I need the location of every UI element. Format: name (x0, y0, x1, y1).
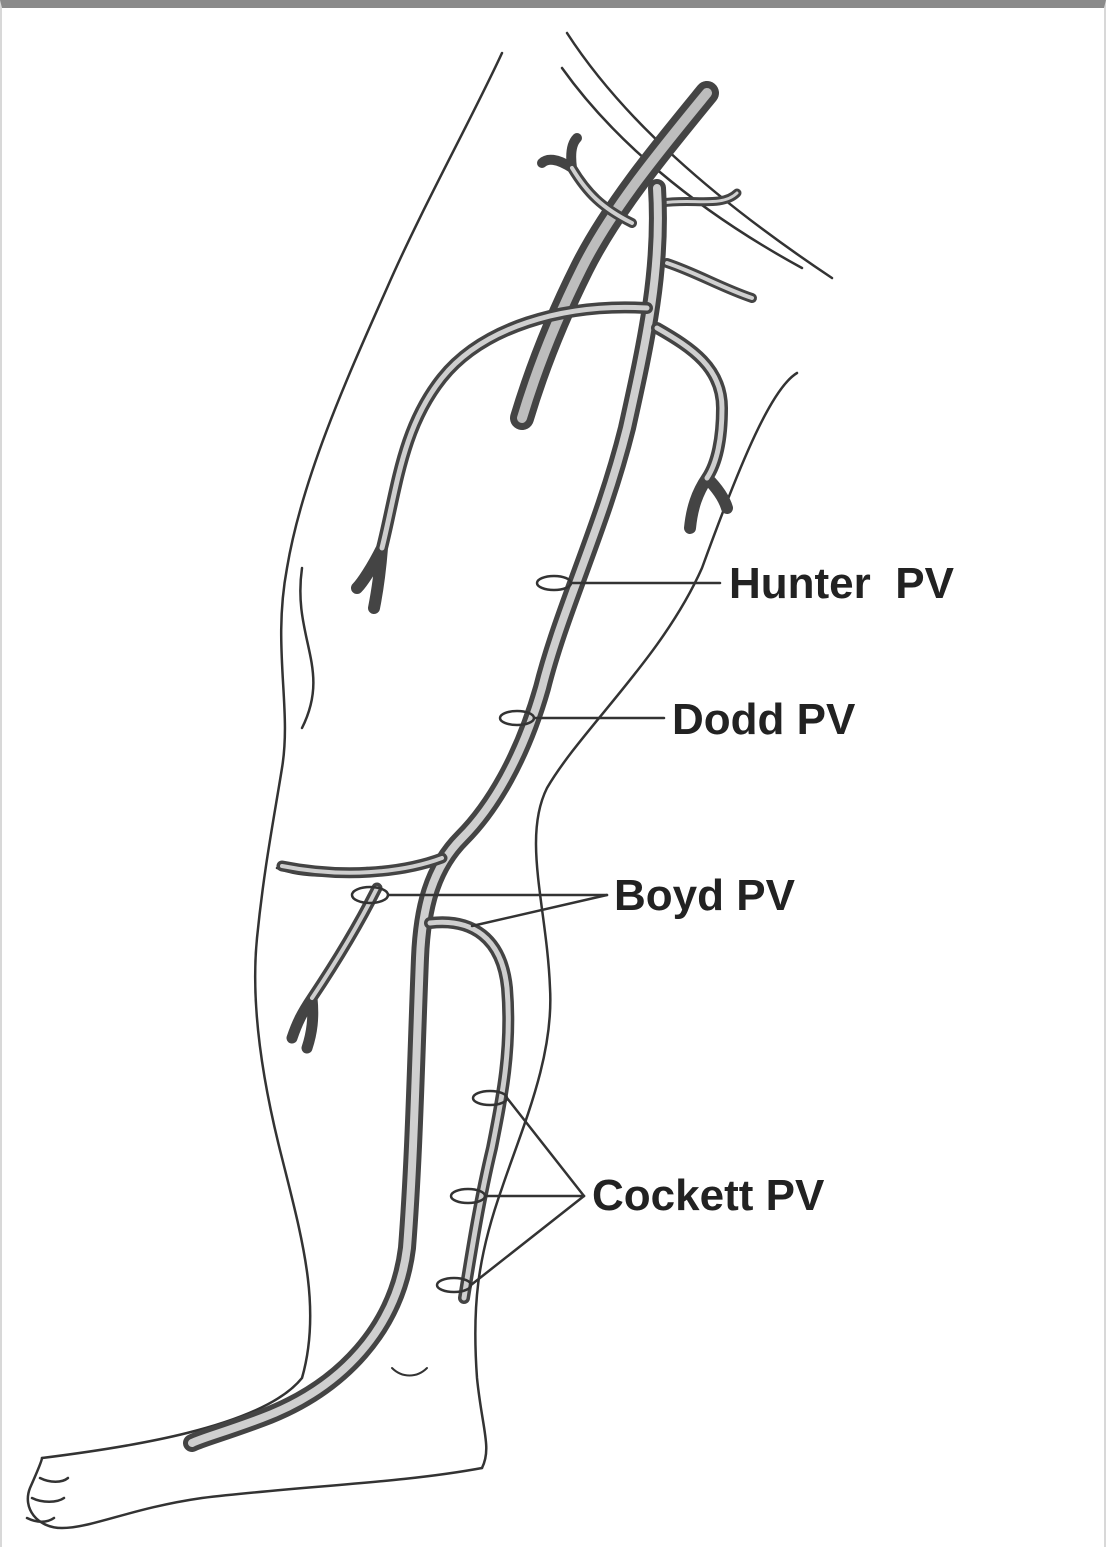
leg-outline (27, 53, 797, 1528)
leg-veins-diagram (2, 8, 1106, 1555)
dodd-pv-label: Dodd PV (672, 698, 855, 742)
hunter-perforator-ring (537, 576, 571, 590)
posterior-arch-vein (430, 922, 508, 1298)
femoral-vein (522, 93, 707, 418)
hunter-pv-label: Hunter PV (729, 562, 954, 606)
boyd-pv-label: Boyd PV (614, 874, 795, 918)
great-saphenous-vein (192, 188, 658, 1443)
cockett-pv-label: Cockett PV (592, 1174, 824, 1218)
